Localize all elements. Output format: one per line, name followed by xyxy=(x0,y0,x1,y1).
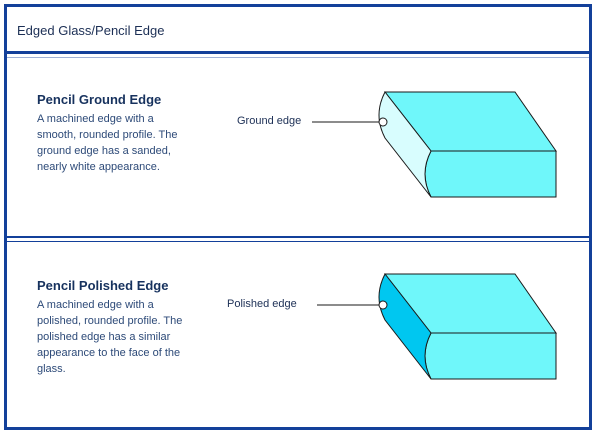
ground-edge-description: A machined edge with a smooth, rounded p… xyxy=(37,113,178,173)
polished-edge-description: A machined edge with a polished, rounded… xyxy=(37,299,183,375)
polished-edge-title: Pencil Polished Edge xyxy=(37,278,169,293)
header-underline xyxy=(7,54,589,58)
polished-edge-glass-block xyxy=(317,273,557,380)
page-title: Edged Glass/Pencil Edge xyxy=(17,23,165,38)
glass-block-illustrations xyxy=(312,91,557,380)
header-bar: Edged Glass/Pencil Edge xyxy=(7,7,589,54)
section-divider xyxy=(7,236,589,242)
ground-block-front-face xyxy=(424,150,557,198)
ground-edge-marker xyxy=(378,117,388,127)
polished-block-edge xyxy=(378,273,432,380)
polished-edge-marker xyxy=(378,300,388,310)
ground-edge-title: Pencil Ground Edge xyxy=(37,92,162,107)
ground-edge-callout-label: Ground edge xyxy=(237,115,302,127)
diagram-frame: Edged Glass/Pencil Edge Pencil Ground Ed… xyxy=(4,4,592,430)
polished-edge-callout-label: Polished edge xyxy=(227,298,297,310)
polished-block-front-face xyxy=(424,332,557,380)
ground-block-edge xyxy=(378,91,432,198)
ground-edge-glass-block xyxy=(312,91,557,198)
